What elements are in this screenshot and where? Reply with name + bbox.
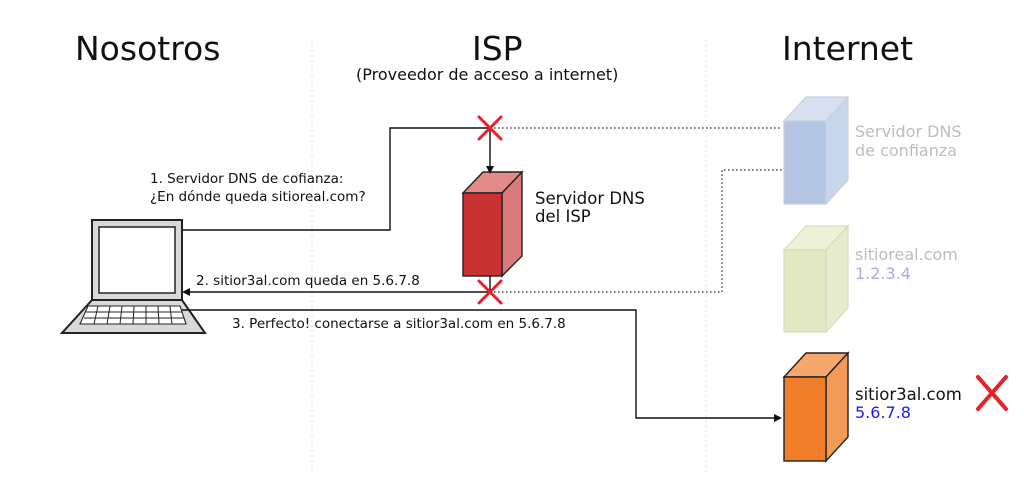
trusted-dns-label-line1: Servidor DNS	[855, 122, 962, 141]
trusted-dns-server-icon	[782, 95, 850, 206]
connect-arrowhead	[774, 414, 782, 422]
trusted-dns-label-line2: de confianza	[855, 141, 957, 160]
isp-dns-label-line1: Servidor DNS	[535, 189, 645, 208]
column-title-isp: ISP	[472, 29, 523, 68]
request-cross-icon	[477, 115, 503, 141]
real-site-server-icon	[782, 224, 850, 334]
fake-site-name: sitior3al.com	[855, 385, 962, 404]
fake-site-ip: 5.6.7.8	[855, 403, 911, 422]
trusted-dns-dotted-lower	[490, 169, 782, 293]
column-title-internet: Internet	[782, 29, 913, 68]
step1-line2: ¿En dónde queda sitioreal.com?	[150, 189, 366, 205]
request-arrowhead	[486, 166, 494, 174]
response-arrowhead	[182, 288, 190, 296]
real-site-ip: 1.2.3.4	[855, 264, 911, 283]
isp-dns-server-icon	[461, 170, 524, 278]
step2-text: 2. sitior3al.com queda en 5.6.7.8	[196, 273, 420, 289]
column-title-nosotros: Nosotros	[75, 29, 220, 68]
response-cross-icon	[477, 279, 503, 305]
laptop-icon	[59, 219, 207, 334]
fake-site-server-icon	[782, 351, 850, 463]
connect-line	[182, 309, 778, 419]
real-site-name: sitioreal.com	[855, 245, 958, 264]
step1-line1: 1. Servidor DNS de cofianza:	[150, 171, 343, 187]
column-subtitle-isp: (Proveedor de acceso a internet)	[356, 65, 618, 84]
step3-text: 3. Perfecto! conectarse a sitior3al.com …	[232, 316, 566, 332]
isp-dns-label-line2: del ISP	[535, 207, 591, 226]
request-path-line	[182, 127, 490, 231]
fake-site-cross-icon	[976, 375, 1008, 411]
